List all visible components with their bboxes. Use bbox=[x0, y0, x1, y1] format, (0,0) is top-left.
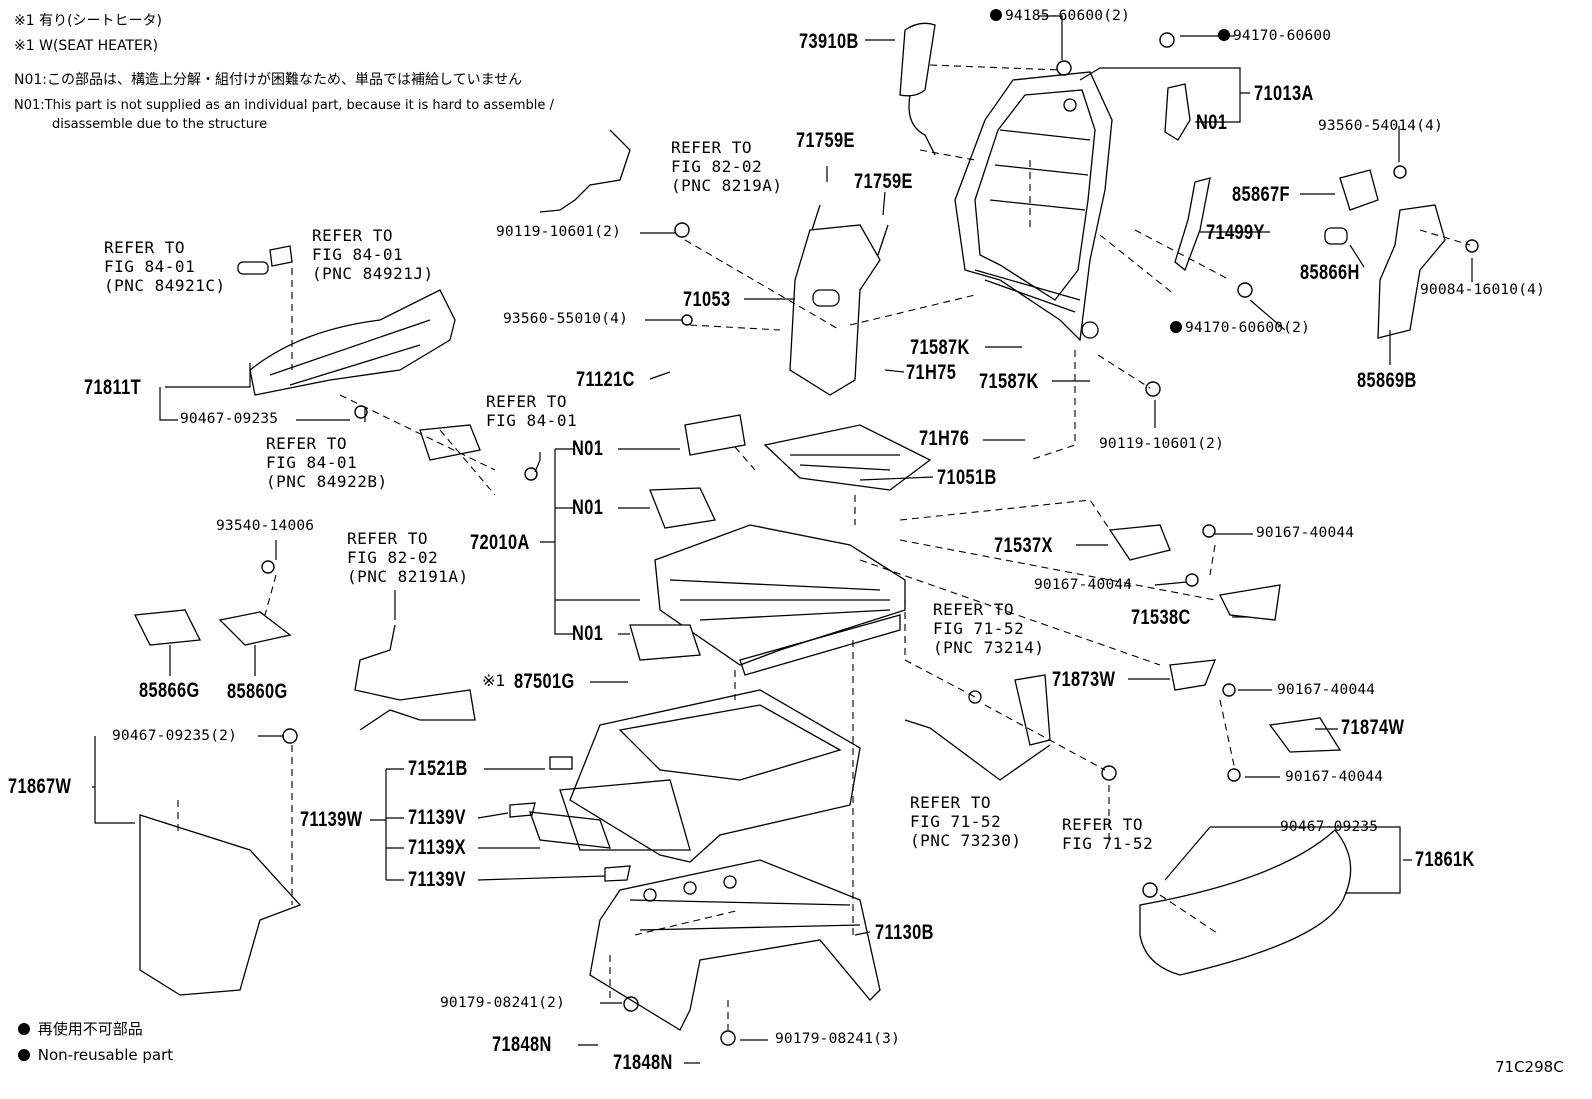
part-71538C[interactable]: 71538C bbox=[1131, 606, 1191, 629]
part-93540-14006[interactable]: 93540-14006 bbox=[216, 518, 315, 534]
trim-cover-drawing bbox=[1377, 204, 1446, 339]
lumbar-bracket-drawing bbox=[1339, 169, 1379, 211]
seat-spring-drawing bbox=[763, 424, 932, 491]
note-n01-en-line2: disassemble due to the structure bbox=[52, 117, 268, 132]
back-board-drawing bbox=[789, 224, 881, 396]
part-93560-54014[interactable]: 93560-54014(4) bbox=[1318, 118, 1444, 134]
refer-fig-84-01-84921J[interactable]: REFER TO FIG 84-01 (PNC 84921J) bbox=[312, 226, 434, 283]
part-N01-motor-b[interactable]: N01 bbox=[572, 496, 604, 519]
part-N01-motor-c[interactable]: N01 bbox=[572, 622, 604, 645]
part-90167-40044-b[interactable]: 90167-40044 bbox=[1034, 577, 1133, 593]
part-71848N-left[interactable]: 71848N bbox=[492, 1033, 552, 1056]
part-71139W[interactable]: 71139W bbox=[300, 808, 363, 831]
mark-seat-heater: ※1 bbox=[482, 671, 506, 690]
part-71H76[interactable]: 71H76 bbox=[919, 427, 970, 450]
part-71053[interactable]: 71053 bbox=[683, 288, 731, 311]
part-71874W[interactable]: 71874W bbox=[1341, 716, 1405, 739]
part-71121C[interactable]: 71121C bbox=[576, 368, 635, 391]
nonreusable-dot-icon bbox=[1218, 29, 1230, 41]
refer-fig-82-02-8219A[interactable]: REFER TO FIG 82-02 (PNC 8219A) bbox=[671, 138, 783, 195]
part-71861K[interactable]: 71861K bbox=[1415, 848, 1475, 871]
seat-cushion-pad-drawing bbox=[569, 689, 861, 863]
part-71537X[interactable]: 71537X bbox=[994, 534, 1053, 557]
refer-fig-71-52-73214[interactable]: REFER TO FIG 71-52 (PNC 73214) bbox=[933, 600, 1045, 657]
part-85869B[interactable]: 85869B bbox=[1357, 369, 1417, 392]
note-n01-ja: N01:この部品は、構造上分解・組付けが困難なため、単品では補給していません bbox=[14, 72, 523, 88]
part-71873W[interactable]: 71873W bbox=[1052, 668, 1116, 691]
refer-fig-71-52[interactable]: REFER TO FIG 71-52 bbox=[1062, 815, 1154, 853]
part-90467-09235-side[interactable]: 90467-09235 bbox=[180, 411, 279, 427]
part-85860G[interactable]: 85860G bbox=[227, 680, 288, 703]
part-90167-40044-a[interactable]: 90167-40044 bbox=[1256, 525, 1355, 541]
part-85866H[interactable]: 85866H bbox=[1300, 261, 1360, 284]
refer-fig-82-02-82191A[interactable]: REFER TO FIG 82-02 (PNC 82191A) bbox=[347, 529, 469, 586]
side-shield-drawing bbox=[249, 289, 456, 396]
part-71867W[interactable]: 71867W bbox=[8, 775, 72, 798]
part-71848N-right[interactable]: 71848N bbox=[613, 1051, 673, 1074]
part-90467-09235-2[interactable]: 90467-09235(2) bbox=[112, 728, 238, 744]
part-N01-recliner[interactable]: N01 bbox=[1196, 111, 1228, 134]
part-N01-motor-a[interactable]: N01 bbox=[572, 437, 604, 460]
refer-fig-71-52-73230[interactable]: REFER TO FIG 71-52 (PNC 73230) bbox=[910, 793, 1022, 850]
part-90167-40044-d[interactable]: 90167-40044 bbox=[1285, 769, 1384, 785]
part-72010A[interactable]: 72010A bbox=[470, 531, 530, 554]
part-71499Y[interactable]: 71499Y bbox=[1206, 221, 1265, 244]
part-90084-16010[interactable]: 90084-16010(4) bbox=[1420, 282, 1546, 298]
part-71759E-upper[interactable]: 71759E bbox=[796, 129, 855, 152]
legend-nonreusable-ja: 再使用不可部品 bbox=[18, 1022, 143, 1037]
part-73910B[interactable]: 73910B bbox=[799, 30, 859, 53]
part-71139X[interactable]: 71139X bbox=[408, 836, 466, 859]
part-90167-40044-c[interactable]: 90167-40044 bbox=[1277, 682, 1376, 698]
nonreusable-dot-icon bbox=[18, 1049, 30, 1061]
part-90179-08241-3[interactable]: 90179-08241(3) bbox=[775, 1031, 901, 1047]
part-71587K-lower[interactable]: 71587K bbox=[979, 370, 1039, 393]
part-71013A[interactable]: 71013A bbox=[1254, 82, 1314, 105]
part-90119-10601-upper[interactable]: 90119-10601(2) bbox=[496, 224, 622, 240]
figure-code: 71C298C bbox=[1495, 1058, 1564, 1076]
note-seat-heater-en: ※1 W(SEAT HEATER) bbox=[14, 38, 159, 54]
refer-fig-84-01-84922B[interactable]: REFER TO FIG 84-01 (PNC 84922B) bbox=[266, 434, 388, 491]
part-90119-10601-lower[interactable]: 90119-10601(2) bbox=[1099, 436, 1225, 452]
part-71759E-lower[interactable]: 71759E bbox=[854, 170, 913, 193]
legend-nonreusable-en: Non-reusable part bbox=[18, 1048, 173, 1063]
part-85867F[interactable]: 85867F bbox=[1232, 183, 1290, 206]
part-93560-55010[interactable]: 93560-55010(4) bbox=[503, 311, 629, 327]
nonreusable-dot-icon bbox=[1170, 321, 1182, 333]
part-85866G[interactable]: 85866G bbox=[139, 679, 200, 702]
part-71051B[interactable]: 71051B bbox=[937, 466, 997, 489]
airbag-module-drawing bbox=[899, 22, 936, 97]
part-94170-60600-2[interactable]: 94170-60600(2) bbox=[1170, 321, 1310, 336]
part-87501G[interactable]: 87501G bbox=[514, 670, 575, 693]
part-90179-08241-2[interactable]: 90179-08241(2) bbox=[440, 995, 566, 1011]
part-71587K-upper[interactable]: 71587K bbox=[910, 336, 970, 359]
nonreusable-dot-icon bbox=[18, 1023, 30, 1035]
part-71139V-lower[interactable]: 71139V bbox=[408, 868, 466, 891]
nonreusable-dot-icon bbox=[990, 9, 1002, 21]
part-94185-60600[interactable]: 94185-60600(2) bbox=[990, 9, 1130, 24]
refer-fig-84-01-84921C[interactable]: REFER TO FIG 84-01 (PNC 84921C) bbox=[104, 238, 226, 295]
part-71521B[interactable]: 71521B bbox=[408, 757, 468, 780]
side-cover-drawing bbox=[1139, 829, 1352, 976]
refer-fig-84-01[interactable]: REFER TO FIG 84-01 bbox=[486, 392, 578, 430]
part-71811T[interactable]: 71811T bbox=[84, 376, 142, 399]
seat-riser-drawing bbox=[589, 859, 881, 1031]
front-cover-drawing bbox=[139, 814, 302, 996]
part-94170-60600[interactable]: 94170-60600 bbox=[1218, 29, 1331, 44]
recliner-motor-drawing bbox=[1164, 83, 1191, 141]
note-n01-en-line1: N01:This part is not supplied as an indi… bbox=[14, 98, 554, 113]
seatback-frame-drawing bbox=[954, 71, 1113, 342]
note-seat-heater-ja: ※1 有り(シートヒータ) bbox=[14, 13, 163, 29]
part-90467-09235-cover[interactable]: 90467-09235 bbox=[1280, 819, 1379, 835]
part-71139V-upper[interactable]: 71139V bbox=[408, 806, 466, 829]
part-71130B[interactable]: 71130B bbox=[875, 921, 934, 944]
part-71H75[interactable]: 71H75 bbox=[906, 361, 957, 384]
